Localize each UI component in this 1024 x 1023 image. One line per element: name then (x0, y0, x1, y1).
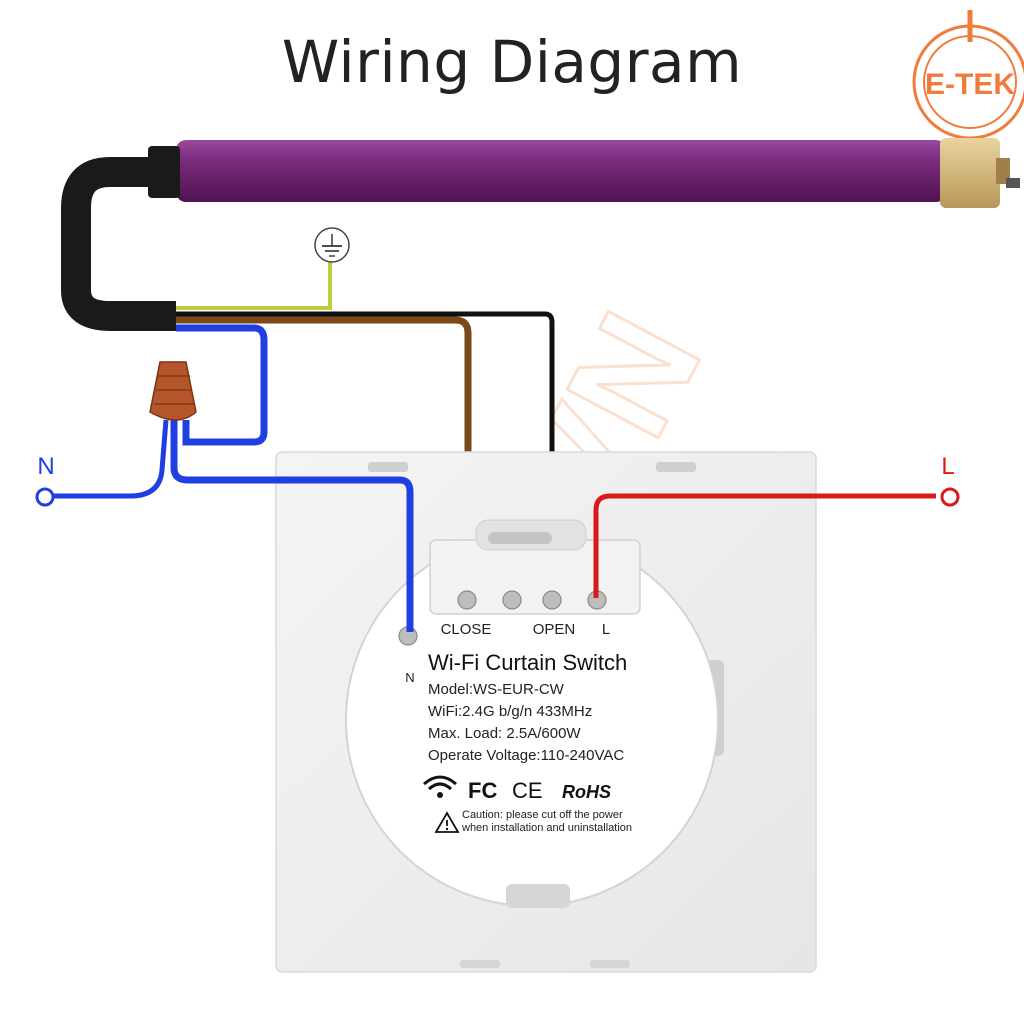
switch-max-load: Max. Load: 2.5A/600W (428, 725, 581, 742)
earth-wire (176, 262, 332, 310)
neutral-terminal-icon (35, 487, 55, 507)
neutral-supply-wire (48, 419, 169, 499)
neutral-label: N (37, 453, 54, 480)
switch-voltage: Operate Voltage:110-240VAC (428, 747, 624, 764)
label-open: OPEN (533, 621, 576, 638)
close-wire (176, 316, 472, 598)
switch-model: Model:WS-EUR-CW (428, 681, 565, 698)
live-terminal-icon (940, 487, 960, 507)
logo-text: E-TEK (925, 68, 1015, 101)
tubular-motor (148, 138, 1020, 208)
live-label: L (941, 453, 954, 480)
label-close: CLOSE (441, 621, 492, 638)
label-switch-neutral: N (405, 670, 414, 685)
fc-mark: FC (468, 778, 497, 803)
wifi-icon (423, 775, 457, 798)
label-switch-live: L (602, 621, 610, 638)
motor-cable (61, 157, 176, 331)
switch-plate (275, 451, 817, 973)
ce-mark: CE (512, 778, 543, 803)
switch-wifi-spec: WiFi:2.4G b/g/n 433MHz (428, 703, 592, 720)
etek-logo: E-TEK (912, 10, 1024, 140)
page-title: Wiring Diagram (281, 28, 743, 96)
motor-neutral-wire (176, 324, 268, 446)
live-supply-wire (593, 493, 936, 598)
caution-line-2: when installation and uninstallation (461, 822, 632, 834)
wire-connector-icon (149, 361, 197, 421)
switch-neutral-wire (170, 420, 414, 632)
switch-name: Wi-Fi Curtain Switch (428, 650, 627, 675)
open-wire (176, 311, 555, 598)
caution-line-1: Caution: please cut off the power (462, 809, 623, 821)
rohs-mark: RoHS (562, 782, 611, 802)
warning-icon (434, 811, 460, 833)
earth-icon (314, 227, 350, 263)
